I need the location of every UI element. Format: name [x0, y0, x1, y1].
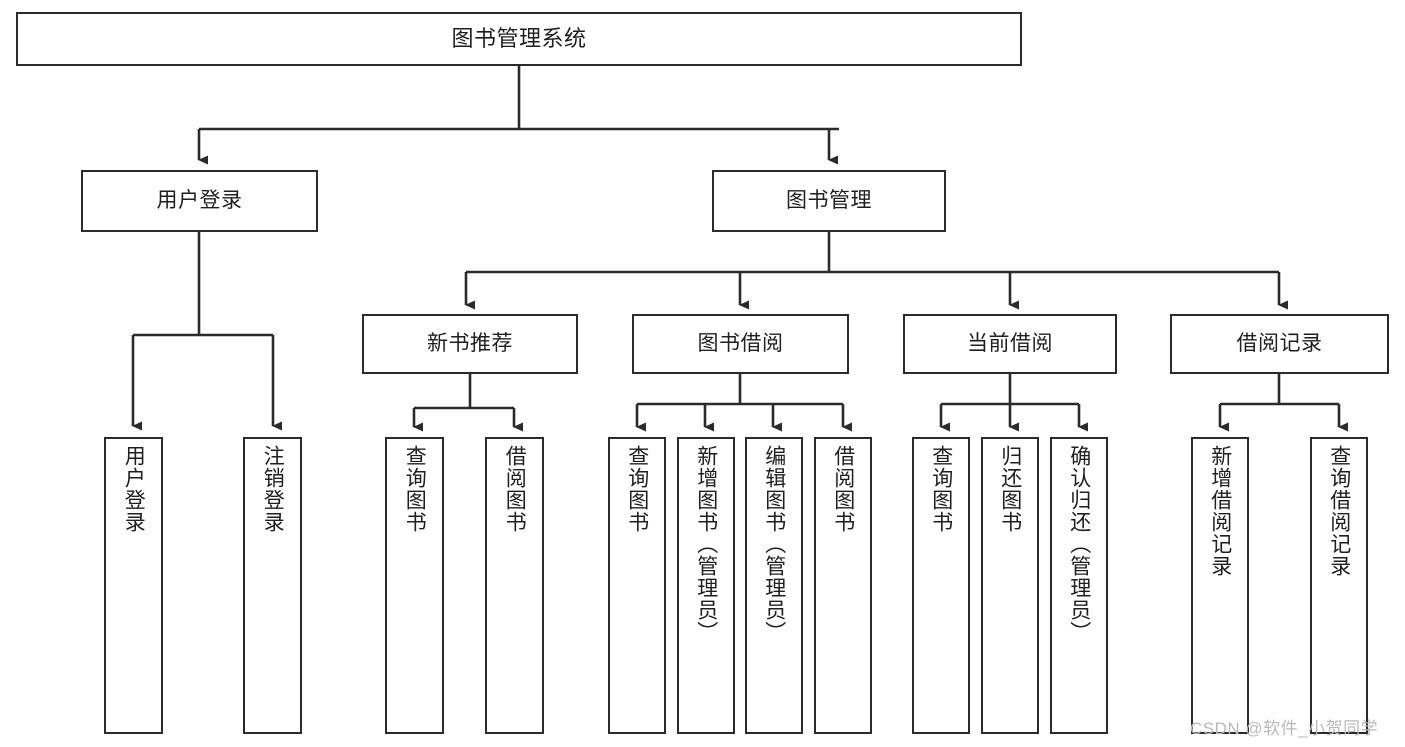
node-label: 借阅图书: [831, 445, 855, 533]
leaf-borrow-record-query-record[interactable]: 查询借阅记录: [1310, 437, 1368, 734]
leaf-user-login-signout[interactable]: 注销登录: [243, 437, 302, 734]
leaf-book-borrow-add-book-admin[interactable]: 新增图书（管理员）: [677, 437, 735, 734]
node-root-book-management-system[interactable]: 图书管理系统: [16, 12, 1022, 66]
node-label: 查询图书: [929, 445, 953, 533]
node-label: 用户登录: [122, 445, 146, 533]
node-user-login[interactable]: 用户登录: [81, 170, 318, 232]
node-label: 查询借阅记录: [1327, 445, 1351, 577]
node-label: 新增借阅记录: [1208, 445, 1232, 577]
node-book-borrow[interactable]: 图书借阅: [632, 314, 849, 374]
node-label: 图书借阅: [697, 331, 784, 355]
leaf-current-borrow-return-book[interactable]: 归还图书: [981, 437, 1039, 734]
node-label: 借阅图书: [503, 445, 527, 533]
leaf-book-borrow-query-book[interactable]: 查询图书: [608, 437, 666, 734]
leaf-new-book-borrow-book[interactable]: 借阅图书: [485, 437, 544, 734]
node-label: 查询图书: [403, 445, 427, 533]
node-label: 编辑图书（管理员）: [762, 445, 786, 643]
node-label: 借阅记录: [1236, 331, 1323, 355]
leaf-new-book-query-book[interactable]: 查询图书: [385, 437, 444, 734]
node-current-borrow[interactable]: 当前借阅: [903, 314, 1117, 374]
leaf-current-borrow-query-book[interactable]: 查询图书: [912, 437, 970, 734]
node-label: 新增图书（管理员）: [694, 445, 718, 643]
leaf-borrow-record-add-record[interactable]: 新增借阅记录: [1191, 437, 1249, 734]
leaf-book-borrow-edit-book-admin[interactable]: 编辑图书（管理员）: [745, 437, 803, 734]
watermark-text: CSDN @软件_小贺同学: [1190, 719, 1379, 738]
node-book-management[interactable]: 图书管理: [712, 170, 946, 232]
node-borrow-record[interactable]: 借阅记录: [1170, 314, 1389, 374]
node-label: 注销登录: [261, 445, 285, 533]
node-label: 新书推荐: [427, 331, 513, 355]
node-label: 确认归还（管理员）: [1067, 445, 1091, 643]
leaf-user-login-signin[interactable]: 用户登录: [104, 437, 163, 734]
node-label: 查询图书: [625, 445, 649, 533]
node-label: 当前借阅: [967, 331, 1053, 355]
node-label: 图书管理系统: [451, 26, 587, 52]
node-label: 归还图书: [998, 445, 1022, 533]
leaf-book-borrow-borrow-book[interactable]: 借阅图书: [814, 437, 872, 734]
node-new-book-recommend[interactable]: 新书推荐: [362, 314, 578, 374]
leaf-current-borrow-confirm-return-admin[interactable]: 确认归还（管理员）: [1050, 437, 1108, 734]
node-label: 用户登录: [156, 188, 243, 212]
node-label: 图书管理: [786, 188, 872, 212]
